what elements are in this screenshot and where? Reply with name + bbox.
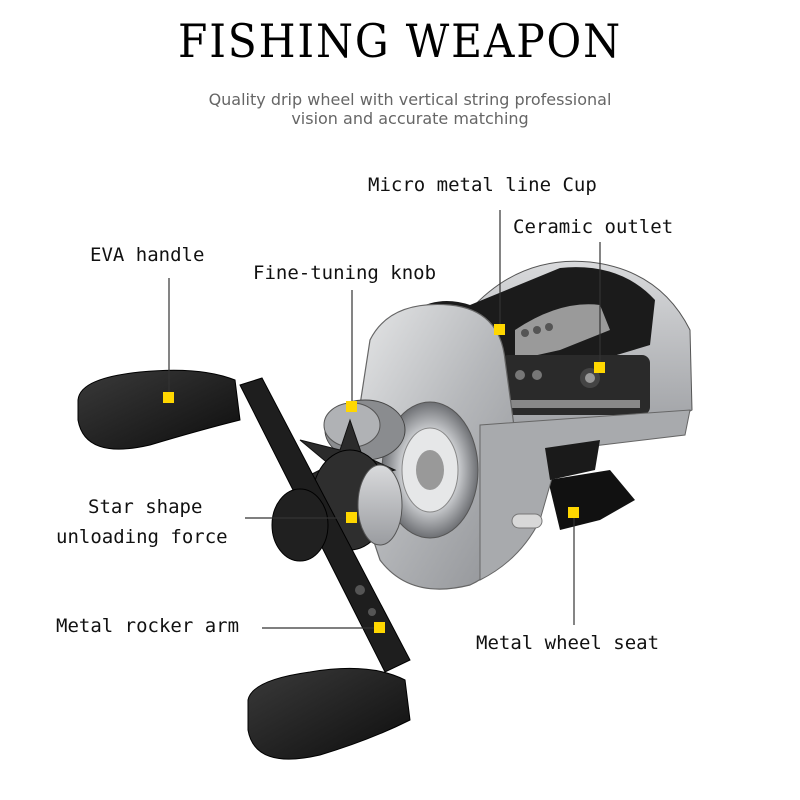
reel-foot [548,470,635,530]
subtitle-line-2: vision and accurate matching [291,109,529,128]
label-ceramic-outlet: Ceramic outlet [513,216,674,238]
subtitle-line-1: Quality drip wheel with vertical string … [208,90,612,109]
marker-star-shape [346,512,357,523]
label-metal-rocker-arm: Metal rocker arm [56,615,240,637]
label-metal-wheel-seat: Metal wheel seat [476,632,660,654]
marker-ceramic-outlet [594,362,605,373]
label-star-shape-line1: Star shape [88,496,203,518]
label-eva-handle: EVA handle [90,244,205,266]
lower-eva-knob [247,667,411,760]
callout-markers [163,324,605,633]
marker-fine-tuning [346,401,357,412]
marker-micro-cup [494,324,505,335]
marker-eva-handle [163,392,174,403]
marker-rocker-arm [374,622,385,633]
marker-wheel-seat [568,507,579,518]
line-cup-window [515,304,610,360]
upper-eva-knob [77,369,241,450]
label-micro-metal-line-cup: Micro metal line Cup [368,174,597,196]
label-star-shape-line2: unloading force [56,526,228,548]
label-fine-tuning-knob: Fine-tuning knob [253,262,437,284]
page-title: FISHING WEAPON [178,14,622,68]
